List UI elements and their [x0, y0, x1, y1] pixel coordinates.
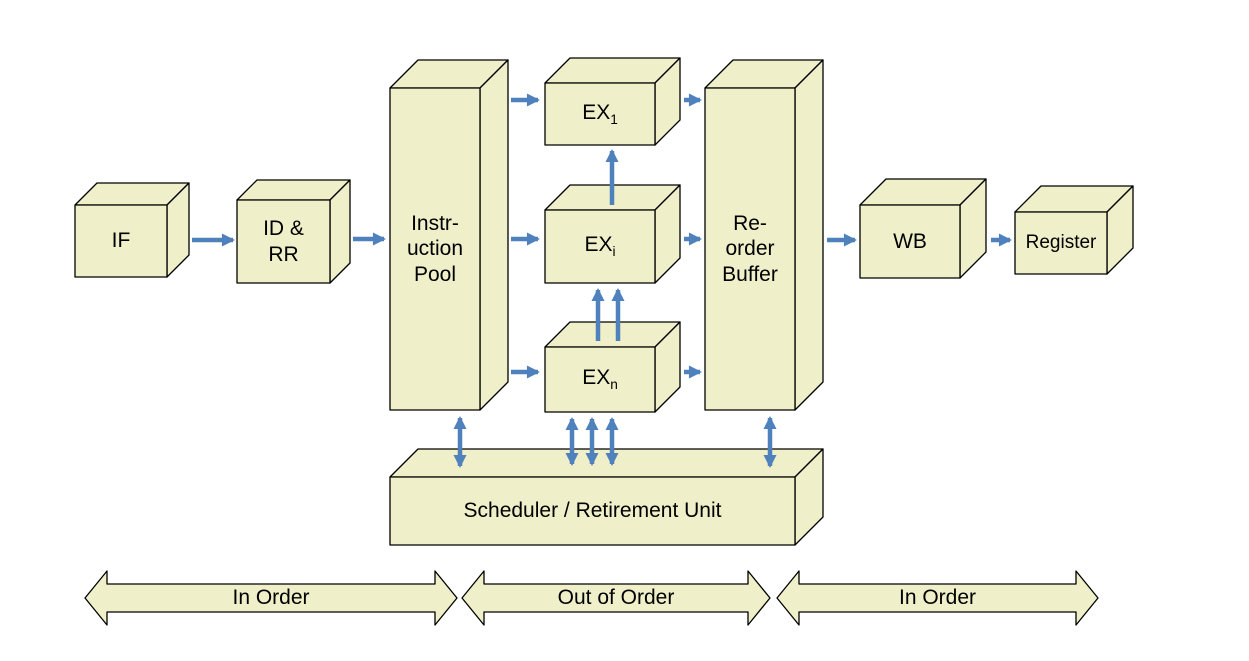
if-box [74, 182, 190, 278]
in-order-left-arrow [84, 570, 458, 626]
exn-box [544, 321, 681, 413]
out-of-order-arrow [461, 570, 771, 626]
reorder-buffer-box [704, 59, 824, 411]
wb-box [859, 178, 987, 279]
instruction-pool-box [389, 59, 509, 411]
register-box [1014, 185, 1134, 275]
id-rr-box [236, 179, 351, 284]
in-order-right-arrow [776, 570, 1099, 626]
ex1-box [544, 57, 681, 146]
scheduler-box [389, 448, 824, 546]
exi-box [544, 184, 681, 284]
